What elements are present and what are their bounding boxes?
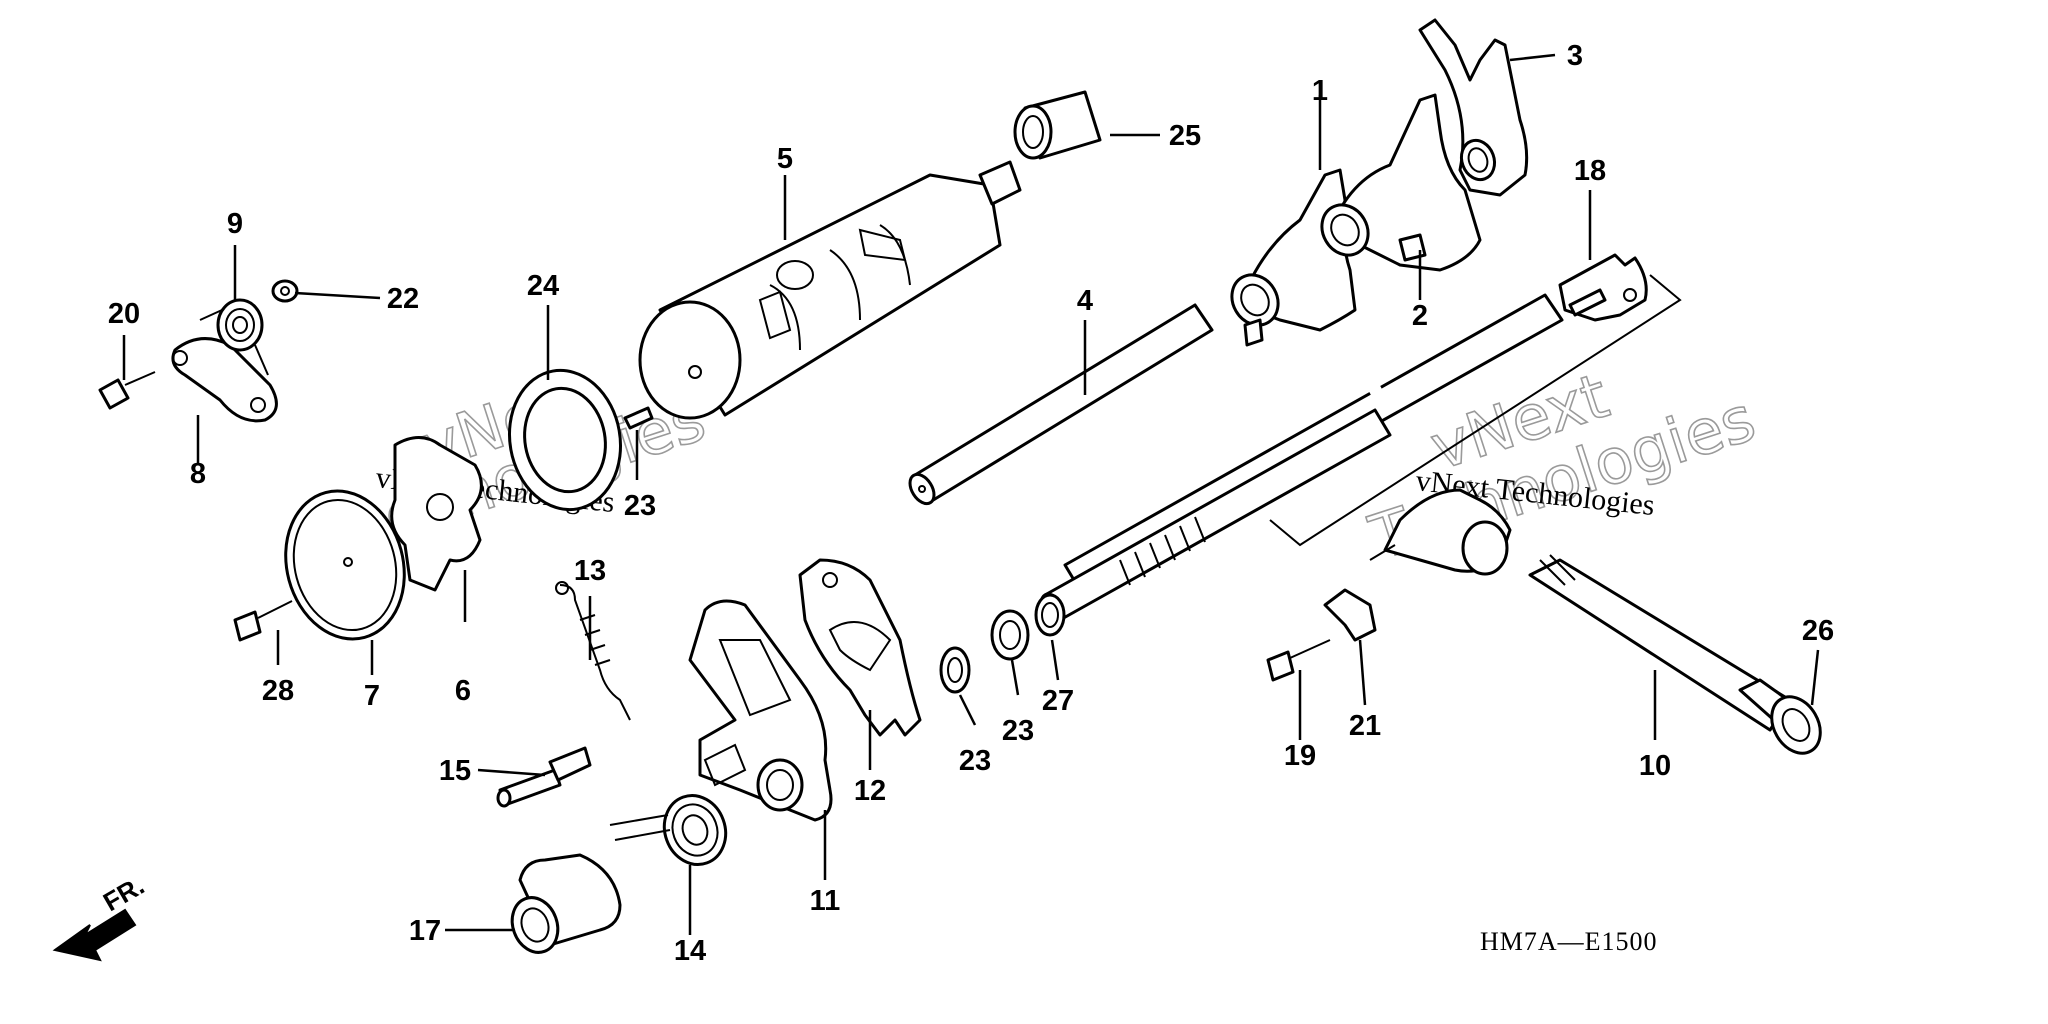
callout-1: 1 [1312,75,1328,107]
front-label: FR. [98,870,149,917]
callout-25: 25 [1169,120,1201,152]
callout-19: 19 [1284,740,1316,772]
part-bolt-19 [1266,639,1331,682]
callout-6: 6 [455,675,471,707]
part-shift-arm-right [1369,488,1512,576]
callout-28: 28 [262,675,294,707]
callout-9: 9 [227,208,243,240]
callout-18: 18 [1574,155,1606,187]
callout-21: 21 [1349,710,1381,742]
part-spindle-arm-box [1269,274,1682,547]
part-stud-pin [496,746,592,808]
callout-20: 20 [108,298,140,330]
part-washers [939,593,1066,694]
callout-24: 24 [527,270,559,302]
callout-3: 3 [1567,40,1583,72]
part-shift-fork-3 [1418,18,1529,197]
callout-8: 8 [190,458,206,490]
part-dowel-pin [623,406,654,430]
callout-12: 12 [854,775,886,807]
part-return-spring [555,581,631,721]
callout-2: 2 [1412,300,1428,332]
callout-22: 22 [387,283,419,315]
part-shift-fork-2 [1320,93,1482,272]
callout-17: 17 [409,915,441,947]
part-collar [510,853,622,954]
callout-23-pin: 23 [624,490,656,522]
callout-4: 4 [1077,285,1093,317]
callout-23-washer-left: 23 [959,745,991,777]
diagram-code: HM7A—E1500 [1480,927,1658,956]
part-shift-drum [638,160,1022,420]
part-gearshift-plate [688,599,833,822]
callout-10: 10 [1639,750,1671,782]
callout-5: 5 [777,143,793,175]
part-cover-plate [284,489,406,641]
leader-lines [122,53,1820,935]
callout-7: 7 [364,680,380,712]
callout-23-washer-right: 23 [1002,715,1034,747]
callout-11: 11 [810,885,841,917]
part-bolt-28 [233,600,293,642]
part-gearshift-arm [798,558,922,737]
callout-26: 26 [1802,615,1834,647]
callout-15: 15 [439,755,471,787]
part-gearshift-spindle-right [1528,554,1822,755]
callout-27: 27 [1042,685,1074,717]
callout-numbers: 1 2 3 4 5 6 7 8 9 10 11 12 13 14 15 17 1… [108,40,1834,967]
part-shift-fork-1 [1230,168,1357,347]
front-direction-arrow-icon: FR. [52,870,149,962]
part-oil-seal [507,368,623,512]
callout-13: 13 [574,555,606,587]
callout-14: 14 [674,935,706,967]
part-bracket [1323,588,1377,642]
part-fork-shaft [908,303,1214,506]
part-stopper-group [98,279,299,423]
part-torsion-spring [609,794,728,866]
part-needle-bearing [1013,90,1102,160]
